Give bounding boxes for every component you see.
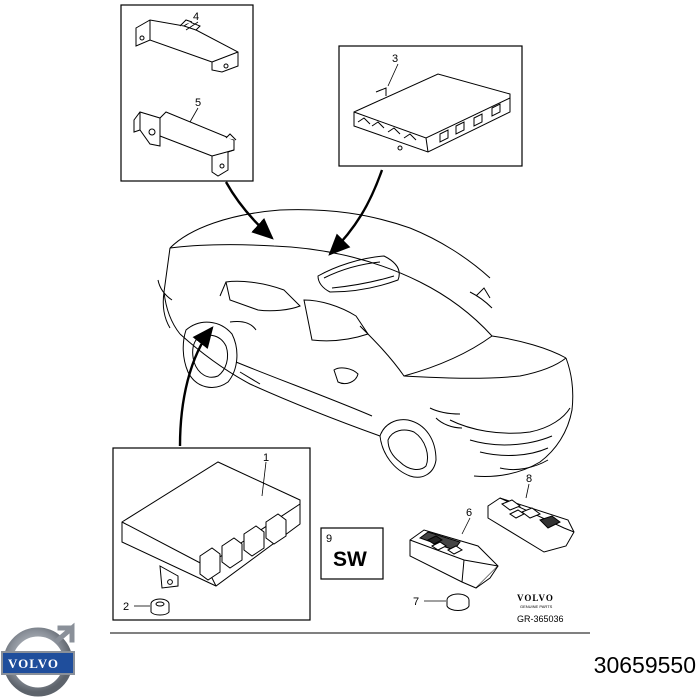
callout-6: 6	[466, 507, 472, 519]
car-illustration	[157, 209, 574, 478]
callout-1: 1	[263, 452, 269, 464]
diagram-reference: GR-365036	[517, 614, 564, 624]
module-3-box: 3	[338, 45, 523, 167]
genuine-stamp-subtext: GENUINE PARTS	[520, 604, 553, 609]
callout-3: 3	[392, 53, 398, 65]
genuine-stamp-brand: VOLVO	[517, 593, 554, 603]
volvo-logo-text: VOLVO	[8, 656, 59, 671]
volvo-logo: VOLVO	[1, 622, 75, 697]
bracket-box: 4 5	[120, 4, 254, 182]
sw-label: SW	[333, 548, 367, 571]
callout-5: 5	[195, 97, 201, 109]
remote-key-6-drawing	[409, 529, 499, 589]
callout-4: 4	[193, 11, 199, 23]
clip-2-drawing	[150, 598, 170, 616]
remote-key-8-drawing	[487, 497, 575, 553]
sw-box: 9 SW	[320, 527, 384, 580]
bracket-5-drawing	[133, 111, 237, 177]
callout-9: 9	[326, 533, 332, 545]
pointer-arrows	[178, 169, 384, 447]
battery-7-drawing	[446, 593, 470, 611]
module-3-drawing	[353, 73, 511, 153]
callout-2: 2	[123, 601, 129, 613]
part-number: 30659550	[593, 652, 696, 678]
callout-8: 8	[526, 473, 532, 485]
callout-7: 7	[413, 596, 419, 608]
module-1-drawing	[121, 461, 301, 589]
bracket-4-drawing	[135, 19, 239, 73]
module-1-box: 1 2	[112, 447, 311, 621]
